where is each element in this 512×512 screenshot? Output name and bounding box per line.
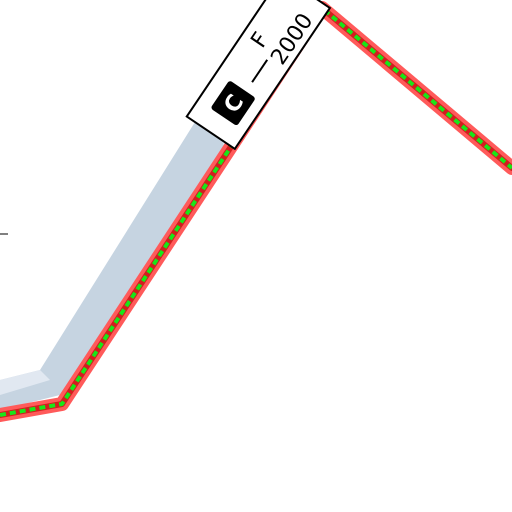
route-label-divider — [251, 59, 269, 83]
road-band-highlight — [0, 370, 50, 395]
route-dotted-overlay — [0, 6, 512, 417]
route-label[interactable]: C F 2000 — [185, 0, 332, 151]
road-band — [0, 90, 242, 410]
route-badge — [211, 81, 255, 126]
